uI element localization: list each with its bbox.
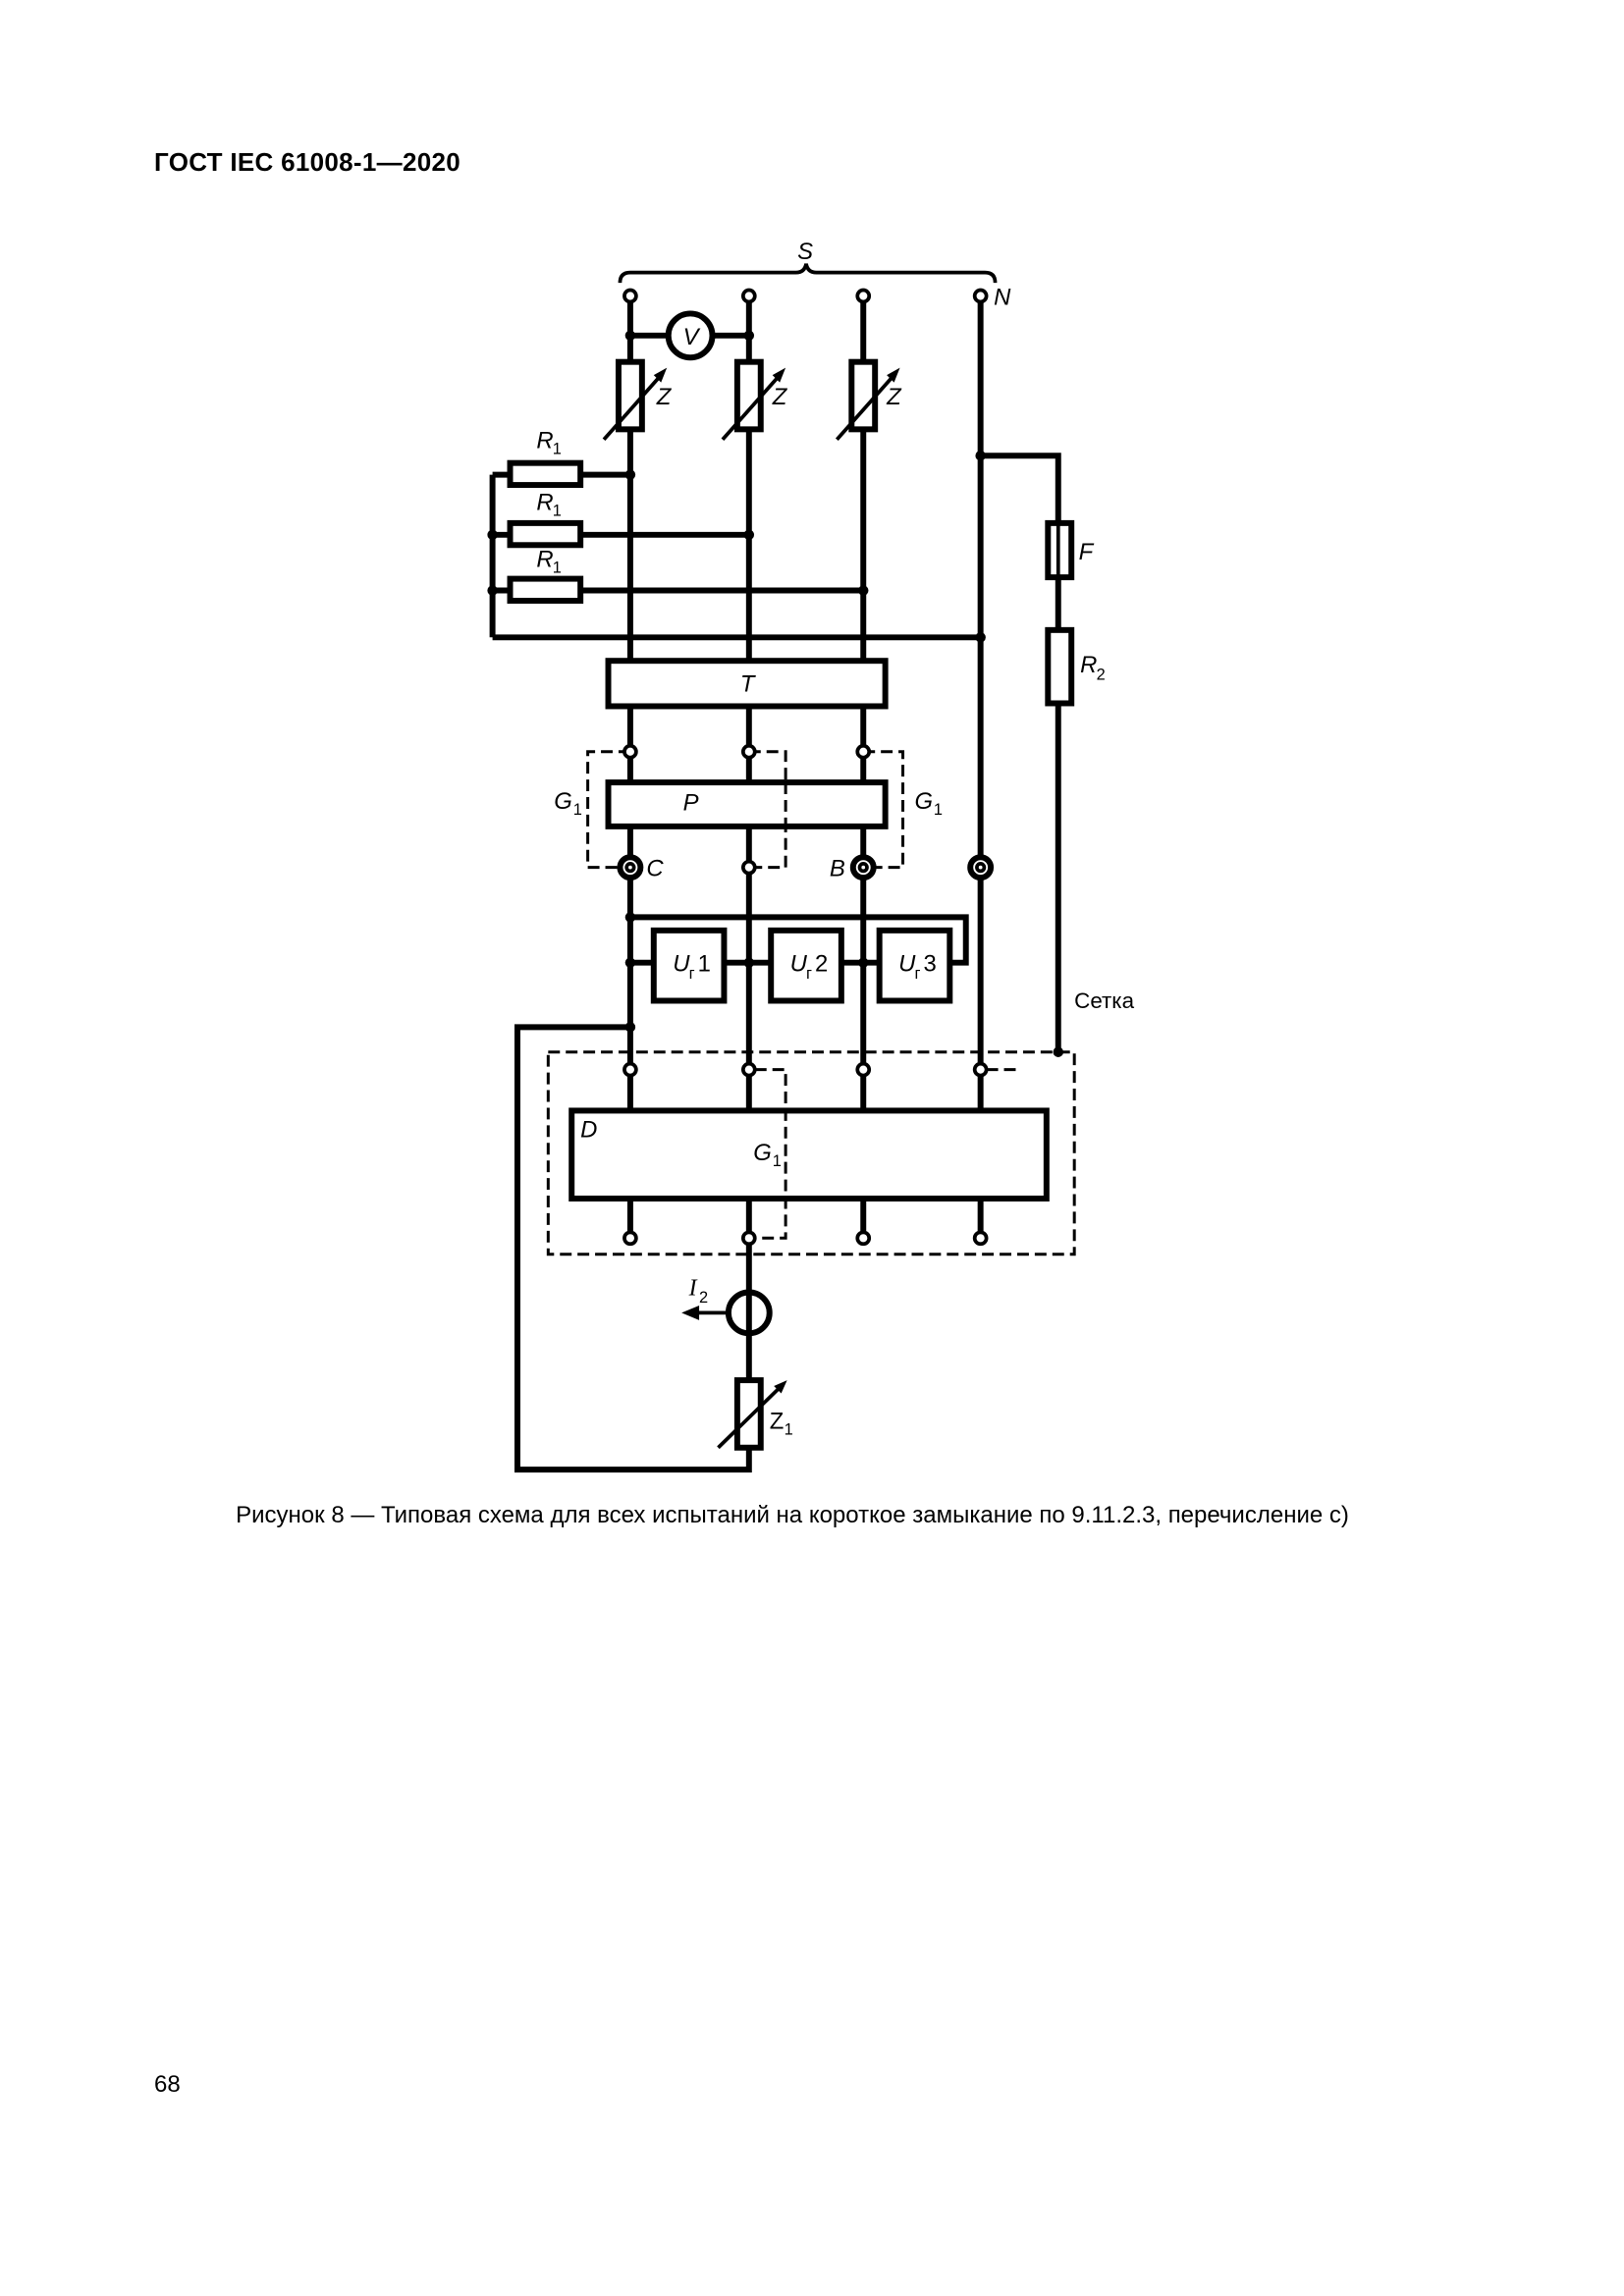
svg-text:2: 2 <box>1097 667 1106 684</box>
svg-text:г: г <box>806 965 812 983</box>
protective-device-p: P C B <box>605 743 995 882</box>
device-under-test-d: D G 1 <box>546 1050 1076 1256</box>
label-r2: R <box>1080 652 1097 678</box>
svg-text:G: G <box>914 788 933 815</box>
label-b: B <box>830 856 845 882</box>
svg-text:3: 3 <box>923 951 936 978</box>
svg-text:U: U <box>790 951 808 978</box>
label-f: F <box>1079 539 1095 565</box>
svg-text:1: 1 <box>553 560 562 577</box>
return-loop <box>514 1022 752 1473</box>
page-number: 68 <box>154 2071 181 2098</box>
grid-branch: F R 2 Сетка <box>975 450 1135 1057</box>
document-header: ГОСТ IEC 61008-1—2020 <box>154 147 460 177</box>
variable-impedances-z: Z Z Z <box>602 358 902 442</box>
svg-text:Z: Z <box>772 384 788 410</box>
svg-text:2: 2 <box>815 951 828 978</box>
svg-text:г: г <box>689 965 695 983</box>
svg-text:U: U <box>673 951 690 978</box>
svg-text:1: 1 <box>785 1420 793 1438</box>
label-n: N <box>994 284 1011 310</box>
current-source-i2: I 2 <box>681 1244 773 1381</box>
variable-impedance-z1: Z 1 <box>717 1377 793 1451</box>
label-v: V <box>683 324 701 350</box>
svg-text:G: G <box>753 1140 772 1166</box>
svg-text:U: U <box>898 951 916 978</box>
svg-text:Z: Z <box>656 384 673 410</box>
svg-text:I: I <box>688 1276 698 1302</box>
svg-text:1: 1 <box>553 441 562 458</box>
svg-text:2: 2 <box>699 1289 708 1307</box>
svg-text:1: 1 <box>573 801 582 819</box>
svg-text:1: 1 <box>698 951 711 978</box>
label-s: S <box>797 239 813 265</box>
svg-text:1: 1 <box>934 801 943 819</box>
figure-caption-text: Рисунок 8 — Типовая схема для всех испыт… <box>236 1502 1349 1528</box>
svg-text:R: R <box>536 547 553 573</box>
svg-text:D: D <box>580 1116 597 1143</box>
supply-terminals: N <box>623 284 1011 310</box>
voltmeter: V <box>624 310 755 361</box>
label-c: C <box>646 856 664 882</box>
svg-text:1: 1 <box>773 1152 782 1170</box>
svg-text:Z: Z <box>770 1408 785 1434</box>
svg-text:1: 1 <box>553 502 562 519</box>
transformer-t: T <box>605 658 889 710</box>
recorders-ur: U г 1 U г 2 U г 3 <box>624 912 969 1004</box>
svg-text:г: г <box>914 965 920 983</box>
resistors-r1: R 1 R 1 R 1 <box>487 428 986 643</box>
svg-text:P: P <box>683 789 699 816</box>
figure-caption: Рисунок 8 — Типовая схема для всех испыт… <box>0 1502 1624 1529</box>
svg-text:T: T <box>740 671 756 698</box>
svg-text:R: R <box>536 489 553 515</box>
phase-wires <box>626 301 984 1064</box>
svg-text:R: R <box>536 428 553 454</box>
svg-text:G: G <box>554 788 572 815</box>
label-grid: Сетка <box>1074 988 1134 1013</box>
svg-text:Z: Z <box>886 384 902 410</box>
supply-brace: S <box>618 239 998 284</box>
